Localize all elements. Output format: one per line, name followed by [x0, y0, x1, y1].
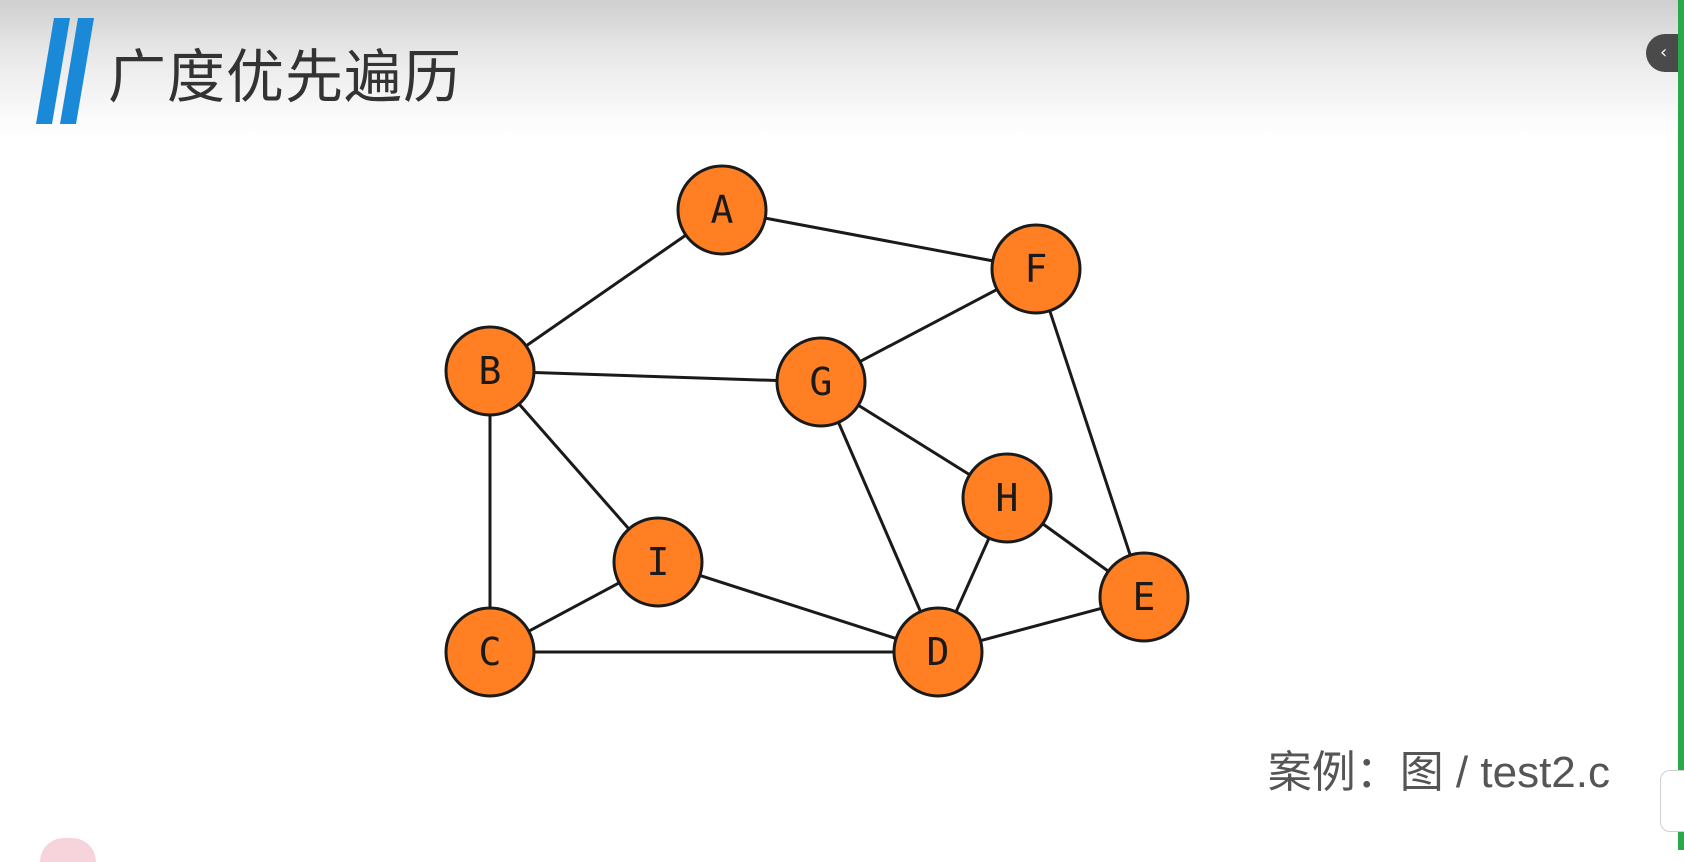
edge-i-c: [528, 581, 620, 633]
node-circle: [676, 164, 768, 256]
edge-a-f: [764, 216, 994, 263]
edge-f-g: [859, 288, 998, 363]
edge-f-e: [1048, 310, 1132, 556]
node-circle: [990, 223, 1082, 315]
node-label: I: [647, 540, 670, 584]
node-a: A: [676, 164, 768, 256]
edge-g-d: [837, 421, 922, 613]
node-circle: [961, 452, 1053, 544]
edge-d-e: [980, 606, 1102, 643]
edge-h-e: [1041, 522, 1110, 573]
node-label: D: [927, 630, 950, 674]
node-circle: [444, 325, 536, 417]
edge-h-d: [954, 537, 991, 613]
node-circle: [775, 336, 867, 428]
node-c: C: [444, 606, 536, 698]
edge-a-b: [525, 233, 687, 348]
node-i: I: [612, 516, 704, 608]
graph-edges: [488, 216, 1132, 654]
window-edge-accent: [1678, 0, 1684, 850]
chevron-left-icon: ‹: [1660, 42, 1668, 63]
node-g: G: [775, 336, 867, 428]
node-label: A: [711, 188, 734, 232]
header-bar: 广度优先遍历: [0, 0, 1684, 140]
node-label: B: [479, 349, 502, 393]
side-scroll-handle[interactable]: [1660, 770, 1684, 832]
example-caption: 案例：图 / test2.c: [1267, 748, 1610, 797]
node-f: F: [990, 223, 1082, 315]
node-label: C: [479, 630, 502, 674]
page-title: 广度优先遍历: [108, 43, 463, 111]
node-label: E: [1133, 575, 1156, 619]
graph-nodes: A F B G H I E C D: [444, 164, 1190, 698]
node-circle: [892, 606, 984, 698]
node-circle: [1098, 551, 1190, 643]
node-d: D: [892, 606, 984, 698]
edge-b-i: [517, 403, 631, 530]
node-circle: [612, 516, 704, 608]
node-b: B: [444, 325, 536, 417]
edge-g-h: [857, 404, 971, 476]
node-e: E: [1098, 551, 1190, 643]
node-label: H: [996, 476, 1019, 520]
title-accent-icon: [36, 18, 94, 124]
node-h: H: [961, 452, 1053, 544]
collapse-panel-button[interactable]: ‹: [1646, 34, 1684, 72]
node-label: G: [810, 360, 833, 404]
node-circle: [444, 606, 536, 698]
edge-i-d: [699, 574, 897, 640]
edge-b-g: [533, 370, 778, 383]
node-label: F: [1025, 247, 1048, 291]
